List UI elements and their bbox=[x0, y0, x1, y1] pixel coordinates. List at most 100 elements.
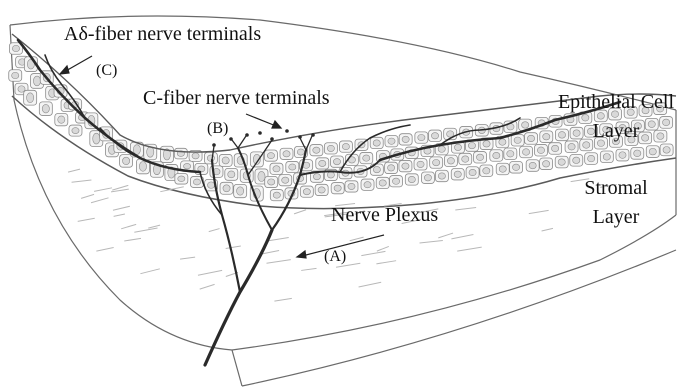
cell-nucleus bbox=[327, 145, 334, 151]
cell-nucleus bbox=[42, 104, 49, 113]
cell-nucleus bbox=[543, 161, 550, 168]
stroma-fiber-stroke bbox=[198, 270, 222, 275]
stroma-fiber-stroke bbox=[529, 210, 549, 213]
stroma-fiber-stroke bbox=[114, 214, 125, 216]
cell-nucleus bbox=[438, 173, 445, 179]
label-epithelial-line2: Layer bbox=[546, 121, 686, 141]
cell-nucleus bbox=[319, 160, 326, 166]
cell-nucleus bbox=[499, 166, 506, 172]
stroma-fiber-stroke bbox=[274, 298, 291, 301]
arrow-b bbox=[246, 114, 276, 126]
cell-nucleus bbox=[462, 156, 469, 162]
cell-nucleus bbox=[597, 113, 604, 120]
cell-nucleus bbox=[568, 143, 575, 150]
cell-nucleus bbox=[573, 157, 580, 164]
stroma-fiber-stroke bbox=[91, 198, 108, 203]
cell-nucleus bbox=[433, 159, 440, 165]
stroma-fiber-stroke bbox=[94, 188, 112, 192]
cell-nucleus bbox=[447, 158, 454, 164]
cell-nucleus bbox=[522, 149, 529, 156]
cell-nucleus bbox=[313, 174, 320, 180]
cell-nucleus bbox=[184, 163, 191, 169]
cell-nucleus bbox=[342, 143, 349, 149]
stroma-fiber-stroke bbox=[438, 233, 453, 238]
cell-nucleus bbox=[333, 159, 340, 165]
cell-nucleus bbox=[193, 179, 200, 185]
cell-nucleus bbox=[476, 154, 483, 160]
stroma-fiber-stroke bbox=[361, 251, 385, 255]
cell-nucleus bbox=[483, 168, 490, 174]
cell-nucleus bbox=[297, 149, 304, 155]
cell-nucleus bbox=[379, 180, 386, 186]
cell-nucleus bbox=[507, 151, 514, 158]
label-stromal-line1: Stromal bbox=[560, 178, 672, 198]
cell-nucleus bbox=[417, 161, 424, 167]
cell-nucleus bbox=[373, 140, 380, 146]
cell-nucleus bbox=[267, 153, 274, 159]
cell-nucleus bbox=[289, 164, 296, 170]
label-epithelial-line1: Epithelial Cell bbox=[546, 92, 686, 112]
stroma-fiber-stroke bbox=[180, 257, 195, 259]
stroma-fiber-stroke bbox=[200, 284, 215, 289]
stroma-fiber-stroke bbox=[542, 228, 553, 231]
cell-nucleus bbox=[178, 176, 185, 182]
cell-nucleus bbox=[529, 162, 536, 169]
stroma-fiber-stroke bbox=[455, 207, 476, 210]
cell-nucleus bbox=[438, 146, 445, 152]
cell-nucleus bbox=[499, 139, 506, 145]
cell-nucleus bbox=[402, 136, 409, 142]
label-nerve-plexus: Nerve Plexus bbox=[331, 205, 438, 225]
stroma-fiber-stroke bbox=[226, 246, 241, 248]
label-marker-c: (C) bbox=[96, 63, 117, 79]
cell-nucleus bbox=[454, 171, 461, 177]
cell-nucleus bbox=[207, 182, 214, 188]
cell-nucleus bbox=[313, 147, 320, 153]
cell-nucleus bbox=[364, 182, 371, 188]
cell-nucleus bbox=[268, 179, 275, 185]
stroma-fiber-stroke bbox=[140, 269, 159, 274]
cell-nucleus bbox=[512, 164, 519, 171]
cell-nucleus bbox=[469, 169, 476, 175]
cell-nucleus bbox=[619, 152, 626, 159]
cell-nucleus bbox=[207, 155, 214, 161]
cell-nucleus bbox=[552, 145, 559, 152]
cell-nucleus bbox=[12, 45, 19, 52]
stroma-fiber-stroke bbox=[124, 238, 141, 241]
stroma-fiber-stroke bbox=[359, 282, 382, 287]
cell-nucleus bbox=[392, 178, 399, 184]
cell-nucleus bbox=[147, 147, 154, 158]
stroma-fiber-stroke bbox=[267, 260, 291, 264]
stroma-fiber-stroke bbox=[457, 247, 482, 251]
stroma-fiber-stroke bbox=[376, 261, 396, 264]
cell-nucleus bbox=[468, 142, 475, 148]
stroma-fiber-stroke bbox=[451, 235, 473, 239]
cell-nucleus bbox=[408, 176, 415, 182]
cell-nucleus bbox=[418, 134, 425, 140]
cell-nucleus bbox=[237, 187, 244, 195]
cell-nucleus bbox=[454, 144, 461, 150]
stroma-fiber-stroke bbox=[148, 225, 160, 228]
stroma-fiber-stroke bbox=[134, 228, 157, 232]
cell-nucleus bbox=[527, 135, 534, 142]
cell-nucleus bbox=[493, 152, 500, 158]
cell-nucleus bbox=[273, 166, 280, 172]
label-marker-a: (A) bbox=[324, 249, 346, 265]
stroma-fiber-stroke bbox=[68, 169, 80, 172]
cell-nucleus bbox=[424, 175, 431, 181]
cell-nucleus bbox=[537, 147, 544, 154]
cell-nucleus bbox=[388, 138, 395, 144]
cell-nucleus bbox=[282, 177, 289, 183]
cell-nucleus bbox=[12, 72, 19, 79]
cell-nucleus bbox=[603, 154, 610, 161]
stroma-fiber-stroke bbox=[113, 206, 130, 210]
label-c-fiber-terminals: C-fiber nerve terminals bbox=[143, 88, 330, 108]
label-stromal-line2: Layer bbox=[560, 207, 672, 227]
stroma-fiber-stroke bbox=[301, 268, 316, 270]
cell-nucleus bbox=[663, 147, 670, 154]
cell-nucleus bbox=[318, 187, 325, 193]
stroma-fiber-stroke bbox=[96, 248, 113, 252]
cell-nucleus bbox=[483, 141, 490, 147]
stroma-fiber-stroke bbox=[121, 224, 136, 228]
cell-nucleus bbox=[431, 133, 438, 139]
